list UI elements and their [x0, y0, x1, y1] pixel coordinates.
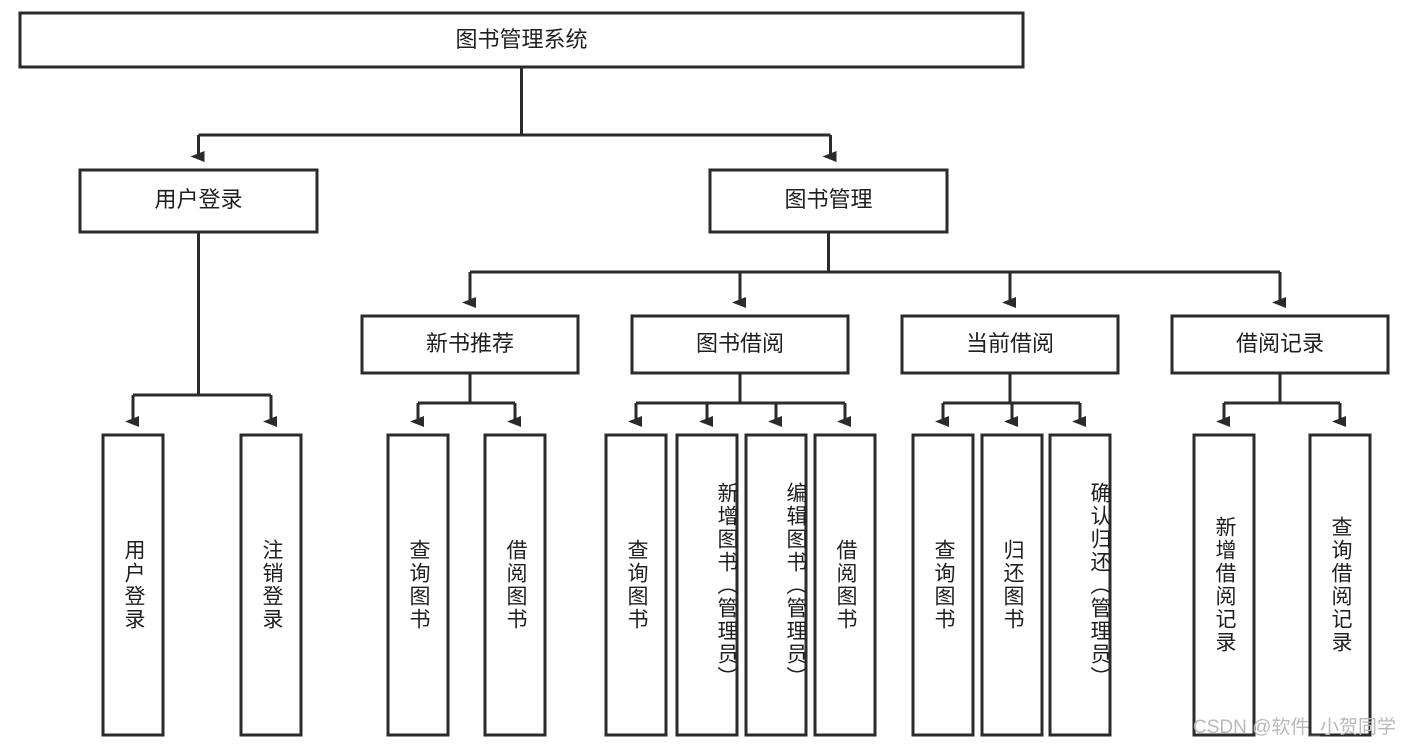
node-leaf-query-book-3[interactable] [911, 433, 975, 737]
connector-bookmgmt-to-level2 [462, 232, 1286, 308]
node-book-borrow[interactable]: 图书借阅 [630, 314, 850, 375]
node-book-management-label: 图书管理 [784, 187, 872, 212]
node-new-book-recommend-label: 新书推荐 [426, 331, 514, 356]
node-leaf-borrow-book-2[interactable] [813, 433, 877, 737]
connector-bookborrow-to-leaves [628, 373, 851, 427]
node-leaf-add-record[interactable] [1192, 433, 1256, 737]
node-leaf-user-login[interactable] [101, 433, 165, 737]
node-current-borrow-label: 当前借阅 [966, 331, 1054, 356]
node-leaf-edit-book[interactable] [744, 433, 808, 737]
node-borrow-record[interactable]: 借阅记录 [1170, 314, 1390, 375]
node-leaf-confirm-return[interactable] [1048, 433, 1112, 737]
node-leaf-borrow-book-1[interactable] [483, 433, 547, 737]
node-leaf-query-book-1[interactable] [386, 433, 450, 737]
node-leaf-query-book-2[interactable] [604, 433, 668, 737]
node-leaf-logout[interactable] [239, 433, 303, 737]
node-root-label: 图书管理系统 [455, 27, 587, 52]
node-root[interactable]: 图书管理系统 [18, 11, 1025, 69]
node-book-borrow-label: 图书借阅 [696, 331, 784, 356]
node-borrow-record-label: 借阅记录 [1236, 331, 1324, 356]
node-leaf-add-book[interactable] [675, 433, 739, 737]
node-leaf-query-record[interactable] [1308, 433, 1372, 737]
node-book-management[interactable]: 图书管理 [708, 168, 949, 234]
connector-root-to-level1 [190, 67, 837, 162]
node-new-book-recommend[interactable]: 新书推荐 [360, 314, 580, 375]
connector-newbook-to-leaves [410, 373, 521, 427]
node-current-borrow[interactable]: 当前借阅 [900, 314, 1120, 375]
watermark-text: CSDN @软件_小贺同学 [1193, 717, 1396, 738]
node-user-login-label: 用户登录 [154, 187, 242, 212]
node-user-login[interactable]: 用户登录 [78, 168, 319, 234]
connector-currentborrow-to-leaves [935, 373, 1086, 427]
node-leaf-return-book[interactable] [980, 433, 1044, 737]
connector-userlogin-to-leaves [125, 232, 277, 427]
connector-borrowrecord-to-leaves [1216, 373, 1346, 427]
